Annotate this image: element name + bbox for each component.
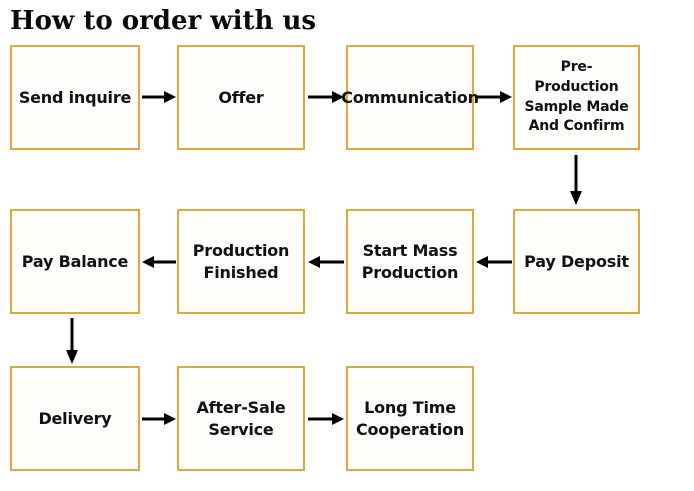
node-label-long-time-cooperation: Long Time Cooperation xyxy=(355,397,465,439)
page-title: How to order with us xyxy=(10,6,317,36)
node-offer[interactable]: Offer xyxy=(177,45,305,150)
node-pre-production-sample[interactable]: Pre-Production Sample Made And Confirm xyxy=(513,45,640,150)
node-send-inquire[interactable]: Send inquire xyxy=(10,45,140,150)
arrow-start-mass-production-to-production-finished xyxy=(308,255,344,269)
node-label-start-mass-production: Start Mass Production xyxy=(361,240,459,282)
node-pay-deposit[interactable]: Pay Deposit xyxy=(513,209,640,314)
node-start-mass-production[interactable]: Start Mass Production xyxy=(346,209,474,314)
node-label-pay-deposit: Pay Deposit xyxy=(524,251,629,271)
node-label-production-finished: Production Finished xyxy=(192,240,290,282)
node-label-pay-balance: Pay Balance xyxy=(21,251,129,271)
node-label-communication: Communication xyxy=(341,87,479,107)
arrow-delivery-to-after-sale-service xyxy=(142,412,176,426)
node-communication[interactable]: Communication xyxy=(341,45,479,150)
node-pay-balance[interactable]: Pay Balance xyxy=(10,209,140,314)
arrow-pre-production-to-pay-deposit xyxy=(568,155,584,205)
arrow-send-inquire-to-offer xyxy=(142,90,176,104)
arrow-communication-to-pre-production xyxy=(476,90,512,104)
node-label-offer: Offer xyxy=(218,87,264,107)
arrow-pay-deposit-to-start-mass-production xyxy=(476,255,512,269)
node-label-delivery: Delivery xyxy=(38,408,112,428)
arrow-after-sale-service-to-long-time-cooperation xyxy=(308,412,344,426)
node-label-after-sale-service: After-Sale Service xyxy=(196,397,286,439)
node-production-finished[interactable]: Production Finished xyxy=(177,209,305,314)
node-label-send-inquire: Send inquire xyxy=(18,87,132,107)
arrow-production-finished-to-pay-balance xyxy=(142,255,176,269)
node-delivery[interactable]: Delivery xyxy=(10,366,140,471)
arrow-pay-balance-to-delivery xyxy=(64,318,80,364)
arrow-offer-to-communication xyxy=(308,90,344,104)
node-after-sale-service[interactable]: After-Sale Service xyxy=(177,366,305,471)
node-label-pre-production-sample: Pre-Production Sample Made And Confirm xyxy=(524,58,629,135)
node-long-time-cooperation[interactable]: Long Time Cooperation xyxy=(346,366,474,471)
